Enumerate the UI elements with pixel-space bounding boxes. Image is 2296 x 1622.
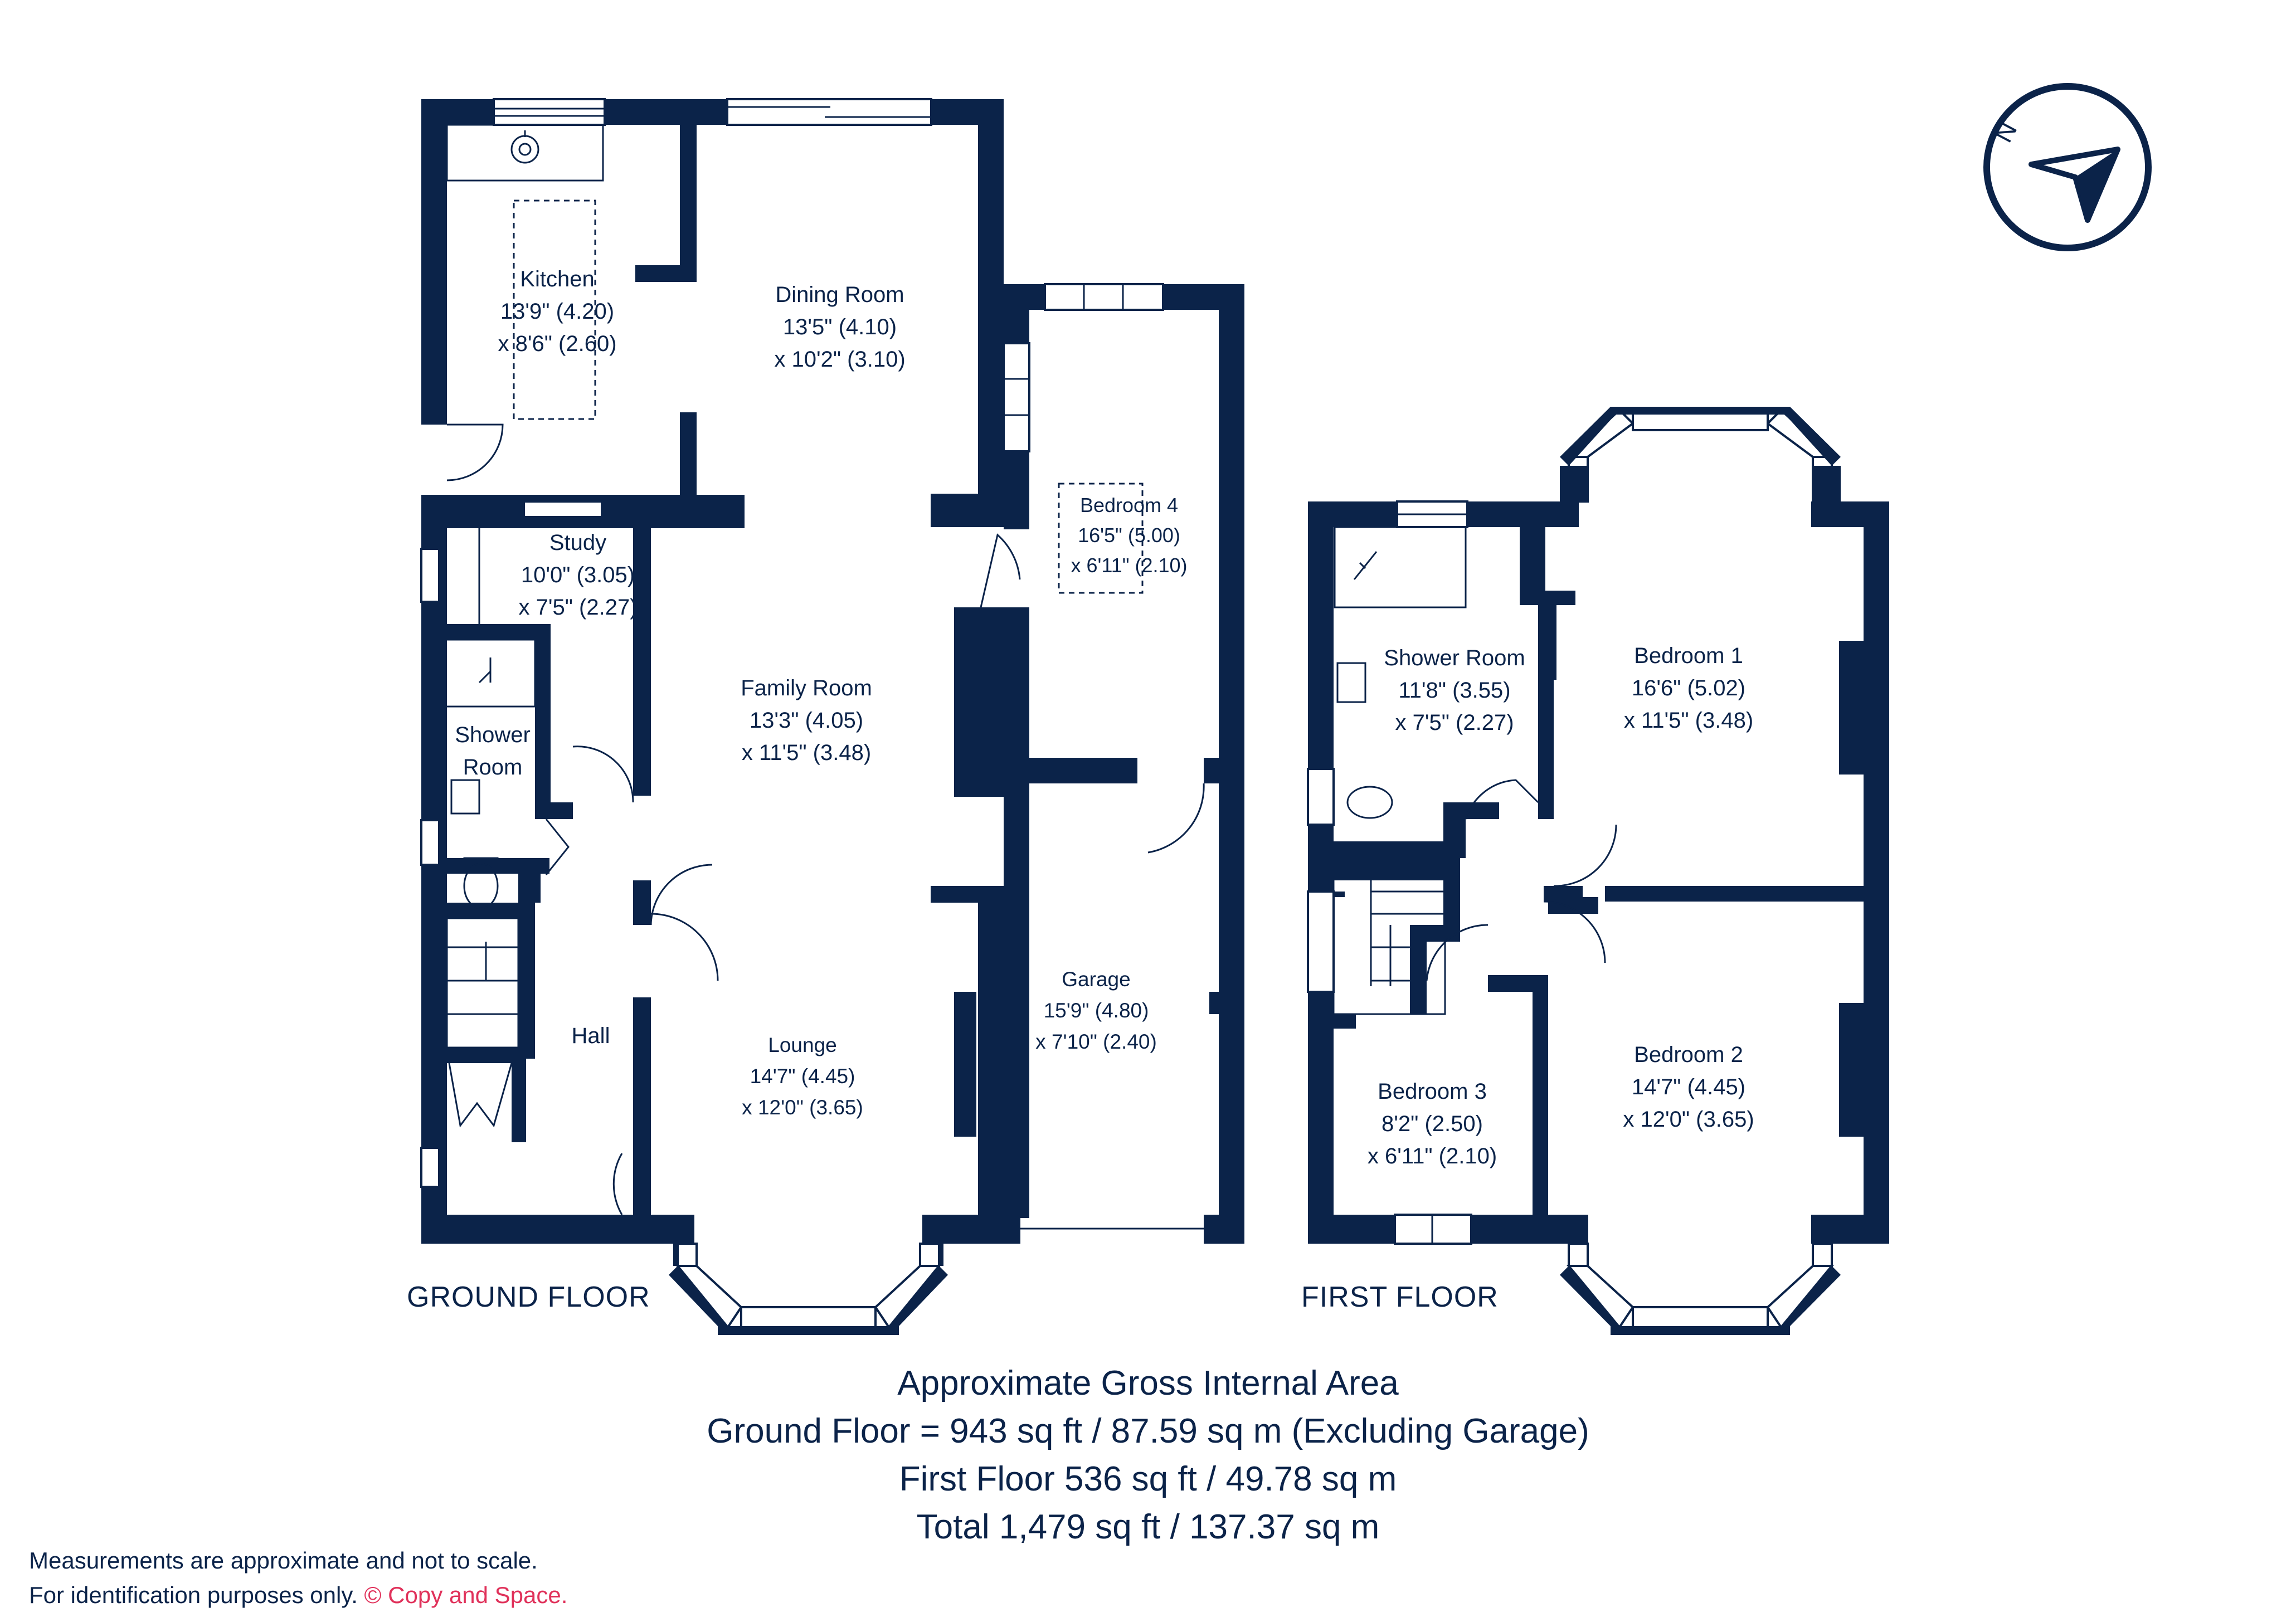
room-dim: 16'5" (5.00) [1078,524,1180,547]
disclaimer-line-2: For identification purposes only. © Copy… [29,1578,567,1613]
room-dim: 11'8" (3.55) [1398,678,1511,703]
area-ground: Ground Floor = 943 sq ft / 87.59 sq m (E… [707,1412,1589,1450]
room-name: Shower Room [1384,646,1525,670]
room-lounge: Lounge 14'7" (4.45) x 12'0" (3.65) [742,1030,863,1123]
room-name: Hall [571,1024,610,1048]
room-bedroom-1: Bedroom 1 16'6" (5.02) x 11'5" (3.48) [1624,640,1753,737]
room-name: Bedroom 3 [1378,1079,1487,1104]
room-name: Bedroom 1 [1634,644,1743,668]
disclaimer-text: For identification purposes only. [29,1582,358,1608]
room-dim: x 7'10" (2.40) [1035,1030,1157,1053]
room-name: Kitchen [520,267,595,291]
ground-fixtures [445,528,719,1215]
copyright-text: © Copy and Space. [364,1582,568,1608]
room-hall: Hall [572,1020,610,1052]
room-name: Room [463,755,523,780]
first-fixtures [1307,500,1617,1245]
room-dim: x 12'0" (3.65) [1623,1107,1754,1132]
room-name: Shower [455,723,531,747]
room-shower-first: Shower Room 11'8" (3.55) x 7'5" (2.27) [1384,642,1525,739]
ground-windows [420,98,932,1188]
disclaimer: Measurements are approximate and not to … [29,1543,567,1613]
room-bedroom-2: Bedroom 2 14'7" (4.45) x 12'0" (3.65) [1623,1039,1754,1136]
disclaimer-line-1: Measurements are approximate and not to … [29,1547,538,1574]
area-summary: Approximate Gross Internal Area Ground F… [707,1360,1589,1551]
room-dim: 10'0" (3.05) [521,563,635,587]
room-dim: 14'7" (4.45) [750,1065,855,1088]
room-dim: 13'3" (4.05) [749,708,864,733]
room-name: Dining Room [775,282,904,307]
room-dim: x 6'11" (2.10) [1071,554,1188,577]
room-dim: x 11'5" (3.48) [1623,708,1754,733]
room-dim: x 7'5" (2.27) [518,595,638,620]
room-name: Bedroom 2 [1634,1043,1743,1067]
room-name: Family Room [741,676,872,700]
room-bedroom-3: Bedroom 3 8'2" (2.50) x 6'11" (2.10) [1368,1075,1497,1172]
room-dim: x 12'0" (3.65) [742,1096,863,1119]
room-family: Family Room 13'3" (4.05) x 11'5" (3.48) [741,672,872,769]
room-dim: x 10'2" (3.10) [774,347,906,372]
room-dim: x 7'5" (2.27) [1395,710,1514,735]
room-shower-ground: Shower Room [455,719,531,783]
room-name: Garage [1062,968,1131,991]
room-dim: x 6'11" (2.10) [1367,1144,1497,1168]
first-floor-label: FIRST FLOOR [1301,1281,1499,1313]
area-first: First Floor 536 sq ft / 49.78 sq m [899,1460,1397,1498]
room-dim: 13'9" (4.20) [500,299,615,324]
room-garage: Garage 15'9" (4.80) x 7'10" (2.40) [1035,964,1157,1058]
room-dim: 14'7" (4.45) [1631,1075,1746,1099]
ground-bay-window [669,1243,948,1335]
kitchen-fixtures [446,124,604,481]
room-bedroom-4: Bedroom 4 16'5" (5.00) x 6'11" (2.10) [1071,490,1187,581]
first-floor-walls [1308,501,1889,1244]
ground-floor-label: GROUND FLOOR [407,1281,650,1313]
garage-bedroom4-walls [978,283,1244,1244]
room-study: Study 10'0" (3.05) x 7'5" (2.27) [518,527,637,624]
room-dim: 15'9" (4.80) [1043,999,1149,1022]
room-dim: 16'6" (5.02) [1631,676,1746,700]
room-dim: x 11'5" (3.48) [741,741,872,765]
room-dim: 8'2" (2.50) [1382,1112,1483,1136]
north-arrow-icon [1983,83,2152,251]
first-bay-windows [1555,407,1845,1335]
room-name: Study [549,530,607,555]
room-dim: 13'5" (4.10) [782,315,897,339]
room-name: Lounge [768,1034,837,1056]
room-kitchen: Kitchen 13'9" (4.20) x 8'6" (2.60) [498,263,616,360]
room-dim: x 8'6" (2.60) [498,332,617,356]
area-total: Total 1,479 sq ft / 137.37 sq m [916,1508,1380,1546]
room-name: Bedroom 4 [1079,494,1179,517]
room-dining: Dining Room 13'5" (4.10) x 10'2" (3.10) [774,279,905,376]
area-title: Approximate Gross Internal Area [897,1364,1399,1402]
